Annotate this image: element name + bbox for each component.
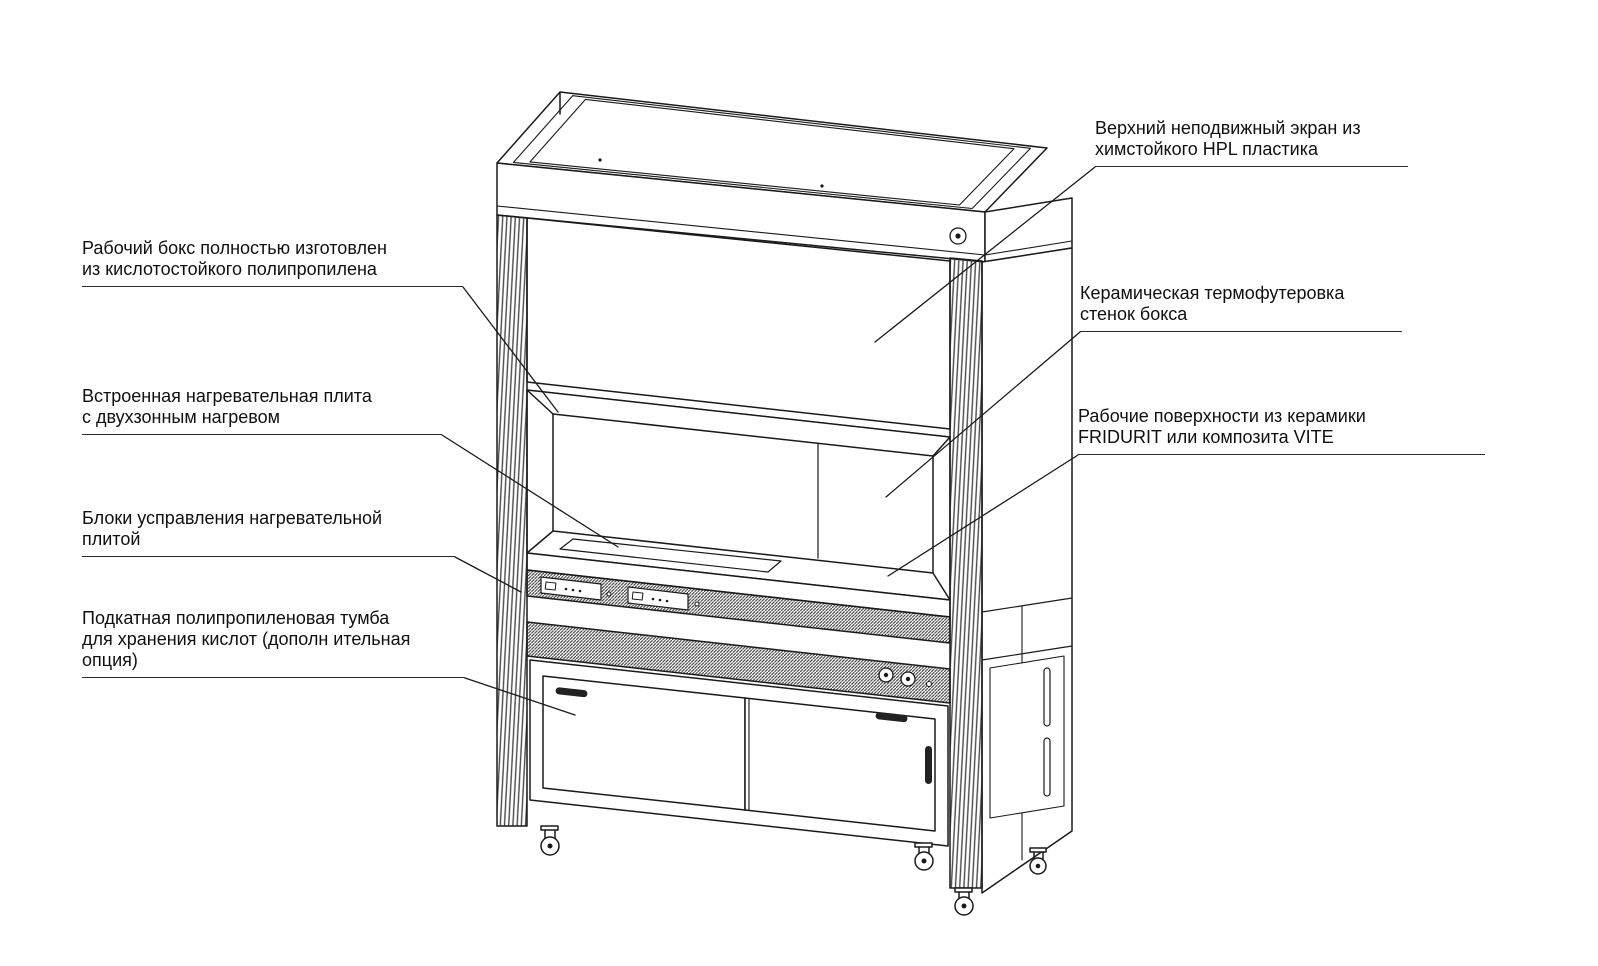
door-handle-vertical [925,746,932,784]
leader-work-surfaces [887,454,1079,577]
side-door-groove [1043,667,1051,727]
label-heating-plate: Встроенная нагревательная плита с двухзо… [82,386,442,435]
heating-plate [559,538,782,573]
leader-heating-plate [441,434,619,548]
work-chamber [526,389,951,601]
label-mobile-cabinet: Подкатная полипропиленовая тумба для хра… [82,608,465,678]
door-handle [555,687,588,698]
leader-control-units [454,556,522,593]
label-ceramic-lining: Керамическая термофутеровка стенок бокса [1080,283,1402,332]
side-door-groove [1043,737,1051,797]
label-work-surfaces: Рабочие поверхности из керамики FRIDURIT… [1078,406,1485,455]
canopy-port-icon [949,227,967,245]
label-control-units: Блоки усправления нагревательной плитой [82,508,455,557]
label-work-box: Рабочий бокс полностью изготовлен из кис… [82,238,463,287]
leader-ceramic-lining [885,331,1081,498]
caster [540,825,560,856]
caster [954,887,974,916]
base-cabinet [529,659,949,847]
side-panel [981,247,1073,894]
caster [1029,847,1047,875]
leader-work-box [462,286,559,413]
label-upper-screen: Верхний неподвижный экран из химстойкого… [1095,118,1408,167]
leader-upper-screen [874,166,1096,343]
canopy [496,91,1073,263]
leader-lines [441,166,1096,716]
left-column [496,214,528,827]
cabinet-right-door [744,697,936,832]
leader-mobile-cabinet [464,677,576,716]
cabinet-left-door [542,675,746,811]
caster [914,842,934,871]
right-column [949,257,983,889]
door-handle [875,712,908,723]
